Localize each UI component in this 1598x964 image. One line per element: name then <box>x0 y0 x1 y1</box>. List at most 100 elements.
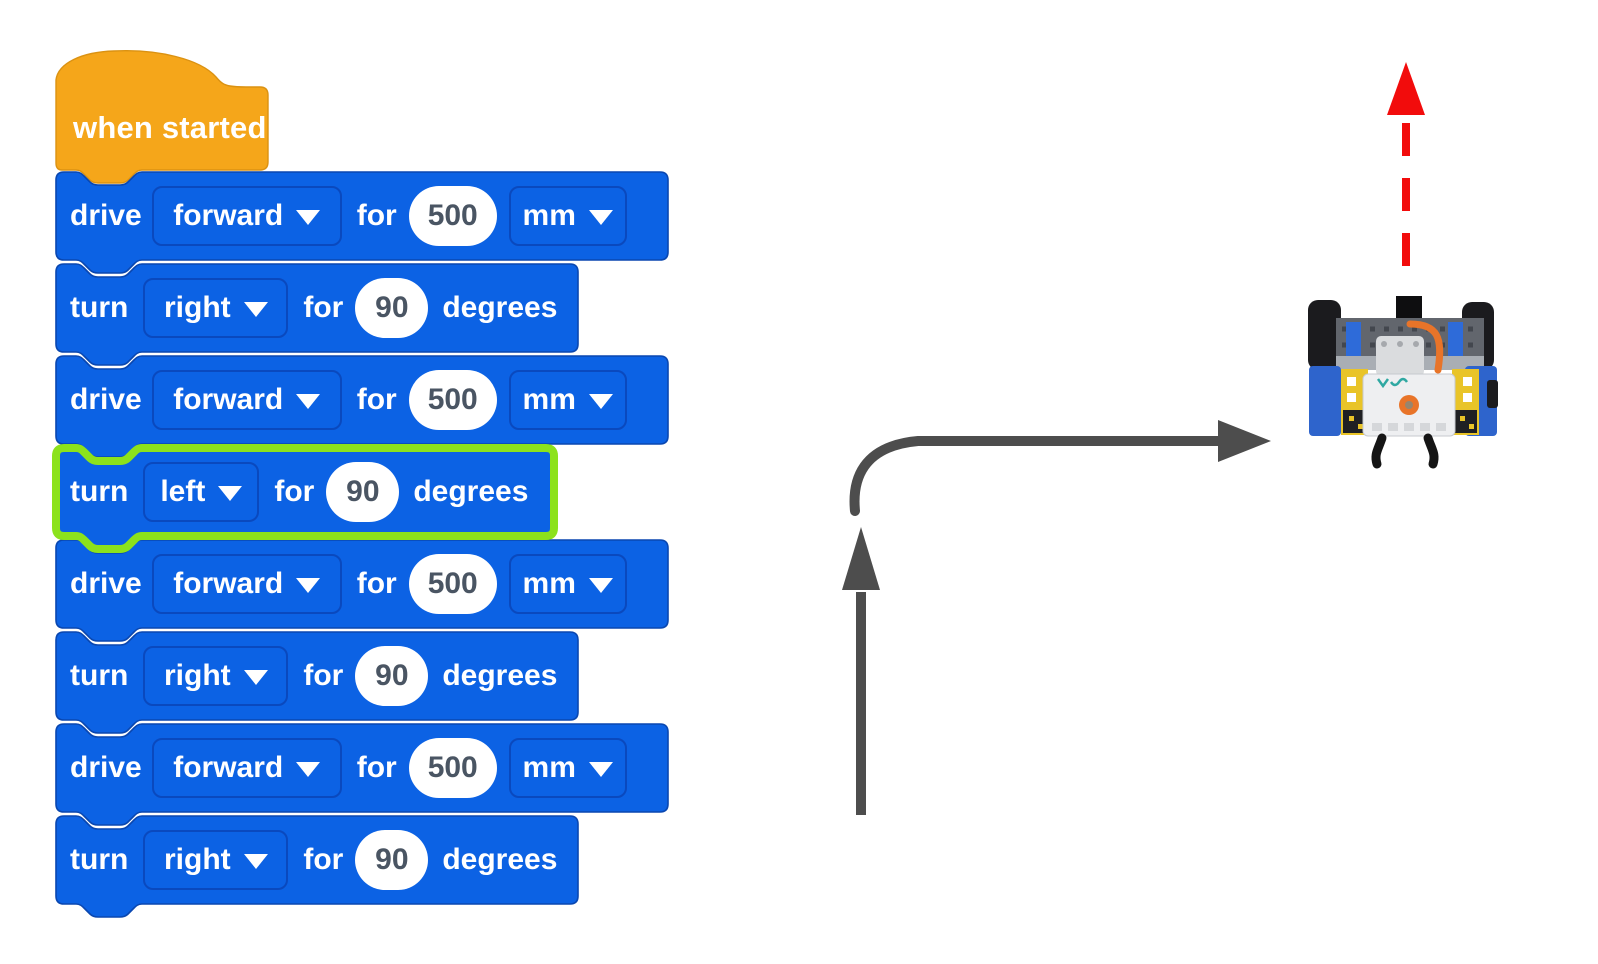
robot-wheel-left <box>1308 300 1341 370</box>
value-input[interactable]: 90 <box>326 462 400 522</box>
for-label: for <box>356 199 397 232</box>
dropdown-value: forward <box>173 751 284 784</box>
value-text: 500 <box>427 567 478 600</box>
for-label: for <box>274 475 315 508</box>
heading-arrow <box>1387 62 1425 266</box>
chevron-down-icon <box>588 394 613 409</box>
dropdown-value: right <box>164 843 231 876</box>
robot-wheel-right <box>1462 302 1494 370</box>
robot-brain <box>1362 373 1456 437</box>
value-text: 500 <box>427 199 478 232</box>
block-row-drive-3[interactable]: drive forward for 500 mm <box>55 539 696 642</box>
robot-panel-right <box>1465 366 1497 436</box>
vertical-path-arrow <box>842 527 880 815</box>
value-text: 500 <box>427 383 478 416</box>
direction-dropdown[interactable]: right <box>143 278 289 338</box>
robot-plate-right <box>1452 369 1479 435</box>
robot-brain-tab <box>1376 336 1424 376</box>
for-label: for <box>356 751 397 784</box>
dropdown-value: mm <box>522 567 576 600</box>
value-input[interactable]: 90 <box>355 278 429 338</box>
chevron-down-icon <box>588 210 613 225</box>
dropdown-value: forward <box>173 383 284 416</box>
degrees-label: degrees <box>442 843 558 876</box>
block-shape <box>55 171 669 274</box>
chevron-down-icon <box>296 394 321 409</box>
direction-dropdown[interactable]: forward <box>151 186 342 246</box>
robot-leg-right <box>1423 433 1439 469</box>
robot-leg-left <box>1371 433 1387 469</box>
value-input[interactable]: 90 <box>355 830 429 890</box>
robot-logo <box>1376 377 1409 389</box>
command-label: drive <box>70 383 142 416</box>
chevron-down-icon <box>243 670 268 685</box>
value-text: 90 <box>375 291 409 324</box>
degrees-label: degrees <box>413 475 529 508</box>
value-input[interactable]: 500 <box>408 370 497 430</box>
degrees-label: degrees <box>442 291 558 324</box>
robot-panel-left <box>1309 366 1341 436</box>
block-row-drive-4[interactable]: drive forward for 500 mm <box>55 723 696 826</box>
chevron-down-icon <box>296 578 321 593</box>
block-row-turn-1[interactable]: turn right for 90 degrees <box>55 263 696 366</box>
for-label: for <box>356 567 397 600</box>
robot-plate-left <box>1341 369 1368 435</box>
command-label: turn <box>70 659 129 692</box>
block-row-turn-left-highlighted[interactable]: turn left for 90 degrees <box>52 444 696 553</box>
block-row-turn-2[interactable]: turn right for 90 degrees <box>55 631 696 734</box>
dropdown-value: right <box>164 291 231 324</box>
for-label: for <box>303 659 344 692</box>
robot-pin <box>1396 296 1422 326</box>
command-label: drive <box>70 567 142 600</box>
block-row-turn-3[interactable]: turn right for 90 degrees <box>55 815 696 918</box>
value-input[interactable]: 500 <box>408 186 497 246</box>
robot-deck <box>1336 318 1484 360</box>
direction-dropdown[interactable]: forward <box>151 370 342 430</box>
direction-dropdown[interactable]: forward <box>151 554 342 614</box>
hat-block-when-started[interactable]: when started <box>55 50 272 190</box>
dropdown-value: mm <box>522 199 576 232</box>
robot-cable <box>1406 320 1444 374</box>
direction-dropdown[interactable]: left <box>143 462 260 522</box>
value-input[interactable]: 500 <box>408 554 497 614</box>
block-stack: when started drive forward for 500 mm <box>52 50 736 930</box>
command-label: turn <box>70 475 129 508</box>
chevron-down-icon <box>588 578 613 593</box>
for-label: for <box>356 383 397 416</box>
command-label: drive <box>70 751 142 784</box>
value-text: 90 <box>375 659 409 692</box>
degrees-label: degrees <box>442 659 558 692</box>
chevron-down-icon <box>588 762 613 777</box>
dropdown-value: forward <box>173 567 284 600</box>
block-row-drive-1[interactable]: drive forward for 500 mm <box>55 171 696 274</box>
unit-dropdown[interactable]: mm <box>508 554 627 614</box>
for-label: for <box>303 291 344 324</box>
direction-dropdown[interactable]: right <box>143 646 289 706</box>
direction-dropdown[interactable]: forward <box>151 738 342 798</box>
chevron-down-icon <box>243 302 268 317</box>
value-input[interactable]: 90 <box>355 646 429 706</box>
block-shape-highlighted <box>52 444 558 553</box>
block-shape <box>55 815 579 918</box>
dropdown-value: forward <box>173 199 284 232</box>
chevron-down-icon <box>296 762 321 777</box>
direction-dropdown[interactable]: right <box>143 830 289 890</box>
chevron-down-icon <box>243 854 268 869</box>
unit-dropdown[interactable]: mm <box>508 738 627 798</box>
dropdown-value: right <box>164 659 231 692</box>
for-label: for <box>303 843 344 876</box>
command-label: drive <box>70 199 142 232</box>
chevron-down-icon <box>296 210 321 225</box>
value-text: 90 <box>346 475 380 508</box>
unit-dropdown[interactable]: mm <box>508 186 627 246</box>
command-label: turn <box>70 843 129 876</box>
hat-block-shape <box>55 50 269 184</box>
value-input[interactable]: 500 <box>408 738 497 798</box>
robot-image <box>1308 296 1498 469</box>
command-label: turn <box>70 291 129 324</box>
block-row-drive-2[interactable]: drive forward for 500 mm <box>55 355 696 458</box>
hat-label: when started <box>73 110 267 145</box>
unit-dropdown[interactable]: mm <box>508 370 627 430</box>
block-shape <box>55 631 579 734</box>
